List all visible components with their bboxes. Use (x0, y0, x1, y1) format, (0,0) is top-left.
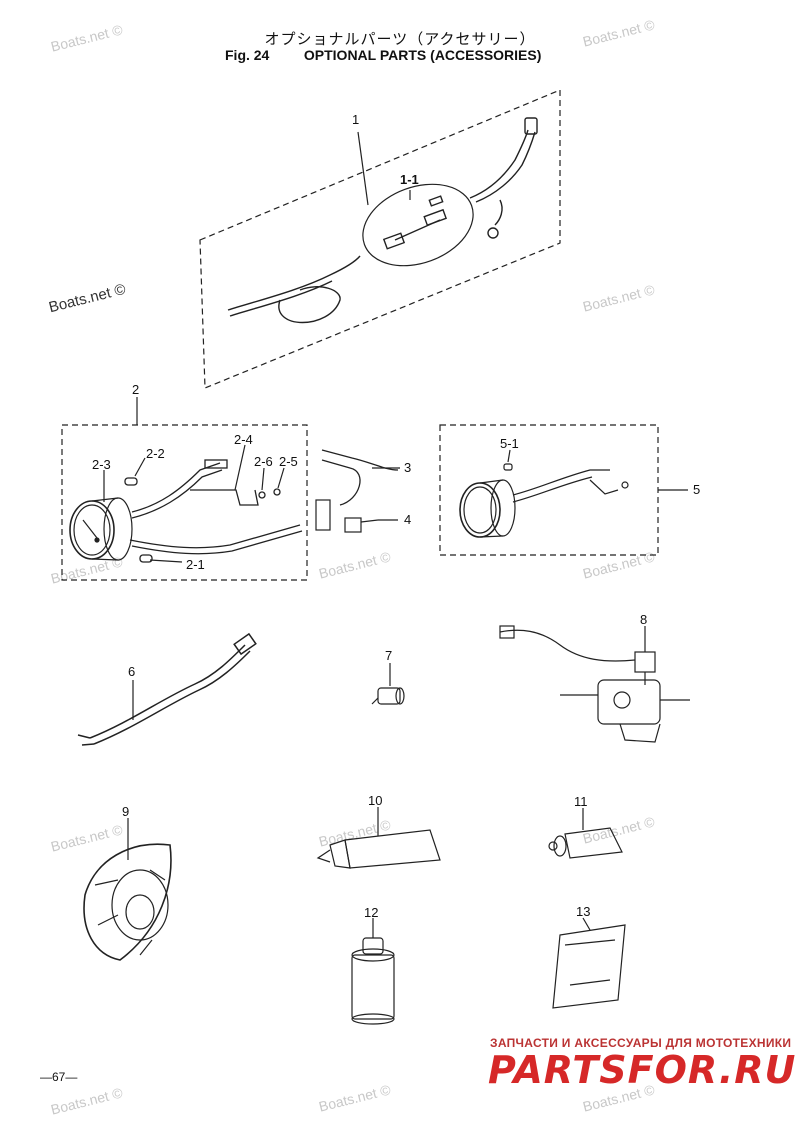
harness-3 (321, 449, 400, 506)
gauge-2-3 (69, 497, 133, 561)
part-9-pulley (83, 843, 172, 961)
leader-1 (357, 131, 369, 206)
part-8-pump (499, 625, 690, 743)
part-label-4: 4 (404, 512, 412, 527)
figure-caption: OPTIONAL PARTS (ACCESSORIES) (303, 47, 542, 63)
part-label-2-6: 2-6 (254, 454, 273, 469)
title-japanese: オプショナルパーツ（アクセサリー） (264, 30, 536, 48)
leader-2-1 (149, 559, 183, 563)
part-label-2-5: 2-5 (279, 454, 298, 469)
wiring-2 (124, 459, 303, 563)
part-12-can (351, 937, 395, 1025)
harness-1 (227, 117, 538, 324)
part-label-5-1: 5-1 (500, 436, 519, 451)
figure-title: Fig. 24 OPTIONAL PARTS (ACCESSORIES) (225, 47, 541, 63)
group-1-box (199, 89, 561, 389)
part-label-8: 8 (640, 612, 648, 627)
page-number: —67— (40, 1070, 78, 1084)
part-7-fitting (371, 687, 405, 705)
part-label-2-3: 2-3 (92, 457, 111, 472)
part-label-5: 5 (693, 482, 701, 497)
part-label-7: 7 (385, 648, 393, 663)
leader-2-4 (234, 444, 246, 491)
brand-caption: ЗАПЧАСТИ И АКСЕССУАРЫ ДЛЯ МОТОТЕХНИКИ (490, 1036, 792, 1050)
part-label-10: 10 (368, 793, 383, 808)
part-10-grease-tube (316, 829, 441, 869)
part-11-small-tube (548, 827, 623, 859)
part-label-2-2: 2-2 (146, 446, 165, 461)
part-label-13: 13 (576, 904, 591, 919)
brand-logo: PARTSFOR.RU (488, 1048, 797, 1092)
cable-6 (77, 632, 257, 746)
part-13-bag (552, 924, 626, 1009)
connector-4 (315, 499, 379, 533)
leader-5-1 (507, 449, 511, 463)
part-label-1: 1 (352, 112, 360, 127)
part-label-2-1: 2-1 (186, 557, 205, 572)
part-label-2-4: 2-4 (234, 432, 253, 447)
detail-1-1-ellipse (362, 183, 474, 267)
part-label-12: 12 (364, 905, 379, 920)
part-label-11: 11 (574, 794, 588, 809)
part-label-3: 3 (404, 460, 412, 475)
part-label-2: 2 (132, 382, 140, 397)
gauge-5 (459, 463, 629, 538)
figure-number: Fig. 24 (225, 47, 270, 63)
part-label-9: 9 (122, 804, 130, 819)
leader-2-6 (261, 467, 265, 491)
group-2-box (61, 424, 308, 581)
leader-2-5 (277, 467, 285, 489)
leader-13 (582, 917, 591, 931)
leader-2-2 (134, 457, 146, 477)
part-label-6: 6 (128, 664, 136, 679)
part-label-1-1: 1-1 (400, 172, 419, 187)
